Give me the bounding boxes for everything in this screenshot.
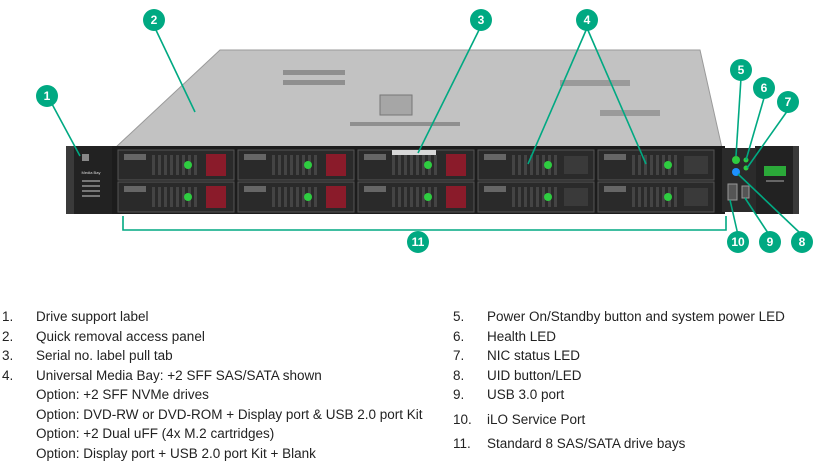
top-cover-details (283, 70, 660, 126)
usb3-port[interactable] (727, 183, 738, 201)
drive-status-led (304, 193, 312, 201)
drive-label (446, 154, 466, 176)
drive-status-led (664, 161, 672, 169)
drive-status-led (544, 193, 552, 201)
legend-item-2: 2.Quick removal access panel (2, 328, 205, 344)
legend-left: 1.Drive support label 2.Quick removal ac… (2, 307, 422, 463)
drive-label (446, 186, 466, 208)
universal-media-bay-drive[interactable] (477, 181, 595, 213)
svg-text:7: 7 (785, 95, 792, 109)
sff-drive-bay[interactable] (117, 181, 235, 213)
right-rack-ear (755, 146, 799, 214)
legend-item-8: 8.UID button/LED (453, 367, 582, 383)
server-front-diagram: Media Bay 1 2 3 4 (36, 9, 813, 253)
drive-label (206, 154, 226, 176)
access-panel (113, 49, 723, 149)
power-button-led[interactable] (732, 156, 740, 164)
universal-media-bay-drive[interactable] (477, 149, 595, 181)
callout-3: 3 (470, 9, 492, 31)
svg-text:11: 11 (412, 235, 425, 249)
serial-label-pull-tab[interactable] (392, 150, 436, 155)
drive-label (326, 186, 346, 208)
legend-item-4-option: Option: Display port + USB 2.0 port Kit … (36, 445, 316, 461)
drive-status-led (424, 193, 432, 201)
legend-item-7: 7.NIC status LED (453, 348, 581, 363)
callout-5: 5 (730, 59, 752, 81)
drive-status-led (664, 193, 672, 201)
drive-status-led (544, 161, 552, 169)
left-rack-ear: Media Bay (66, 146, 112, 214)
drive-label (206, 186, 226, 208)
svg-text:1: 1 (44, 89, 51, 103)
callout-10: 10 (727, 231, 749, 253)
universal-media-bay-drive[interactable] (597, 149, 715, 181)
callout-8: 8 (791, 231, 813, 253)
callout-9: 9 (759, 231, 781, 253)
svg-text:5: 5 (738, 63, 745, 77)
callout-2: 2 (143, 9, 165, 31)
callout-11: 11 (407, 231, 429, 253)
drive-status-led (184, 193, 192, 201)
legend-item-4-option: Option: DVD-RW or DVD-ROM + Display port… (36, 406, 423, 422)
svg-text:10: 10 (731, 235, 745, 249)
ilo-service-port[interactable] (741, 185, 750, 199)
universal-media-bay-drive[interactable] (597, 181, 715, 213)
legend-item-10: 10.iLO Service Port (453, 411, 586, 427)
callout-6: 6 (753, 77, 775, 99)
sff-drive-bay[interactable] (237, 149, 355, 181)
legend-item-4: 4.Universal Media Bay: +2 SFF SAS/SATA s… (2, 367, 322, 383)
callout-1: 1 (36, 85, 58, 107)
svg-text:8: 8 (799, 235, 806, 249)
svg-text:9: 9 (767, 235, 774, 249)
drive-status-led (304, 161, 312, 169)
legend-item-3: 3.Serial no. label pull tab (2, 348, 173, 363)
drive-status-led (424, 161, 432, 169)
drive-status-led (184, 161, 192, 169)
legend-item-4-option: Option: +2 SFF NVMe drives (36, 387, 209, 402)
sff-drive-bay[interactable] (117, 149, 235, 181)
legend-item-9: 9.USB 3.0 port (453, 387, 565, 402)
svg-text:2: 2 (151, 13, 158, 27)
drive-label (326, 154, 346, 176)
legend-item-5: 5.Power On/Standby button and system pow… (453, 309, 785, 324)
legend-right: 5.Power On/Standby button and system pow… (453, 307, 785, 454)
drive-bays (117, 149, 715, 213)
svg-text:6: 6 (761, 81, 768, 95)
legend-item-4-option: Option: +2 Dual uFF (4x M.2 cartridges) (36, 426, 275, 441)
callout-7: 7 (777, 91, 799, 113)
legend-item-6: 6.Health LED (453, 328, 557, 344)
leader-lines (51, 27, 801, 236)
control-panel (722, 148, 756, 212)
legend-item-11: 11.Standard 8 SAS/SATA drive bays (453, 436, 686, 451)
callout-4: 4 (576, 9, 598, 31)
svg-text:3: 3 (478, 13, 485, 27)
sff-drive-bay[interactable] (357, 181, 475, 213)
legend-item-1: 1.Drive support label (2, 309, 149, 324)
svg-text:4: 4 (584, 13, 591, 27)
sff-drive-bay[interactable] (237, 181, 355, 213)
ear-label: Media Bay (82, 170, 101, 175)
